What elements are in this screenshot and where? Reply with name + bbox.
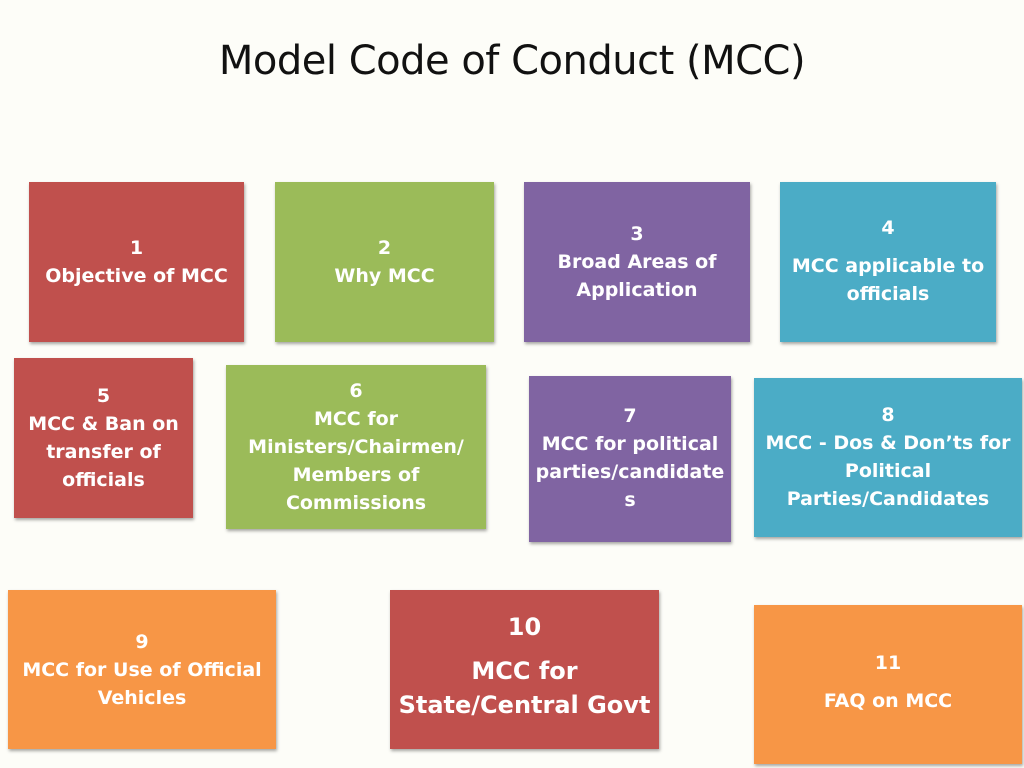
tile-number: 4 [881,217,895,239]
tile-label-line: Commissions [285,492,427,514]
tile-label-line: officials [846,283,930,305]
tile-label-line: Ministers/Chairmen/ [248,436,464,458]
tile-number: 5 [96,385,111,407]
tile-2-why-mcc[interactable]: 2 Why MCC [275,182,494,342]
tile-label-line: transfer of [46,441,161,463]
tile-label: Why MCC [334,265,435,287]
tile-label-line: Application [576,279,698,301]
tile-10-mcc-state-central-govt[interactable]: 10 MCC for State/Central Govt [390,590,659,749]
tile-4-mcc-applicable-to-officials[interactable]: 4 MCC applicable to officials [780,182,996,342]
tile-8-mcc-dos-and-donts[interactable]: 8 MCC - Dos & Don’ts for Political Parti… [754,378,1022,537]
tile-label-line: MCC for [313,408,399,430]
tile-label: Objective of MCC [45,265,228,287]
tile-label-line: Broad Areas of [557,251,717,273]
tile-5-mcc-ban-on-transfer[interactable]: 5 MCC & Ban on transfer of officials [14,358,193,518]
tile-label-line: MCC & Ban on [28,413,179,435]
tile-label-line: officials [62,469,145,491]
tile-number: 1 [129,237,144,259]
tile-label-line: Parties/Candidates [786,488,990,510]
tile-6-mcc-for-ministers[interactable]: 6 MCC for Ministers/Chairmen/ Members of… [226,365,486,529]
tile-label: FAQ on MCC [823,690,953,712]
tile-label-line: Members of [292,464,420,486]
tile-label-line: MCC for [471,657,578,685]
slide-title: Model Code of Conduct (MCC) [218,38,806,84]
tile-number: 3 [630,223,644,245]
tile-label-line: Vehicles [97,686,187,709]
tile-number: 8 [881,404,895,426]
tile-1-objective-of-mcc[interactable]: 1 Objective of MCC [29,182,244,342]
tile-number: 9 [135,630,149,653]
tile-3-broad-areas-of-application[interactable]: 3 Broad Areas of Application [524,182,750,342]
tile-number: 2 [377,237,392,259]
tile-number: 11 [874,652,902,674]
tile-label-line: MCC - Dos & Don’ts for [765,432,1011,454]
tile-label-line: Political [844,460,932,482]
tile-number: 10 [507,613,542,641]
tile-7-mcc-for-political-parties[interactable]: 7 MCC for political parties/candidate s [529,376,731,542]
tile-11-faq-on-mcc[interactable]: 11 FAQ on MCC [754,605,1022,764]
tile-label-line: State/Central Govt [398,691,651,719]
tile-9-mcc-use-of-official-vehicles[interactable]: 9 MCC for Use of Official Vehicles [8,590,276,749]
tile-number: 6 [349,380,363,402]
tile-label-line: MCC for political [541,433,719,455]
tile-label-line: s [624,489,636,511]
tile-number: 7 [623,405,637,427]
tile-label-line: MCC for Use of Official [22,658,262,681]
tile-label-line: parties/candidate [535,461,725,483]
tile-label-line: MCC applicable to [791,255,985,277]
